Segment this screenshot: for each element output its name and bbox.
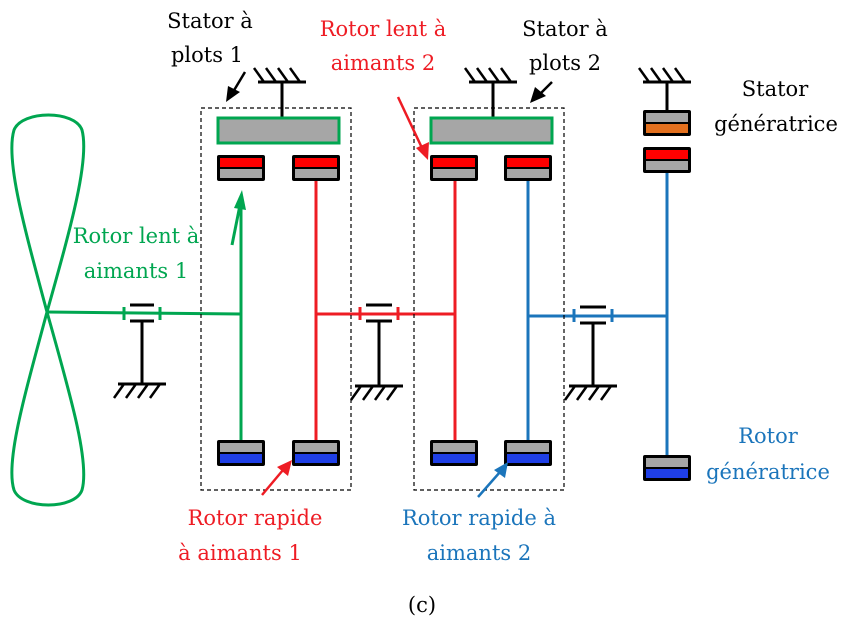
arrow-rotor-rapide-1 <box>261 460 292 496</box>
label-stator-generatrice-line2: génératrice <box>714 112 838 136</box>
green-shaft <box>46 200 243 440</box>
label-rotor-rapide-1-line1: Rotor rapide <box>188 506 323 530</box>
label-rotor-lent-1-line1: Rotor lent à <box>73 224 200 248</box>
stator-2 <box>429 67 554 145</box>
label-stator-1-line2: plots 1 <box>171 43 243 67</box>
blue-shaft <box>526 172 669 455</box>
generator-stator <box>637 67 691 136</box>
bearing-2 <box>349 303 403 401</box>
label-rotor-rapide-2-line1: Rotor rapide à <box>402 506 556 530</box>
bearing-1 <box>112 303 166 399</box>
label-rotor-lent-2-line1: Rotor lent à <box>320 17 447 41</box>
label-rotor-lent-1-line2: aimants 1 <box>84 259 188 283</box>
label-stator-generatrice-line1: Stator <box>742 77 809 101</box>
magnet-bottom-fast-rotor-2 <box>504 440 552 466</box>
label-stator-2-line1: Stator à <box>522 17 608 41</box>
magnet-bottom-slow-rotor-2 <box>430 440 478 466</box>
figure-caption: (c) <box>408 593 436 617</box>
label-rotor-lent-2-line2: aimants 2 <box>331 51 435 75</box>
arrow-rotor-rapide-2 <box>477 462 508 498</box>
bearing-3 <box>563 305 617 401</box>
arrow-stator-1 <box>226 71 247 102</box>
label-stator-1-line1: Stator à <box>167 9 253 33</box>
magnet-top-slow-rotor-2 <box>430 155 478 181</box>
red-shaft <box>314 180 457 440</box>
magnet-bottom-generator <box>643 455 691 481</box>
arrow-rotor-lent-2 <box>396 96 429 160</box>
stator-1 <box>216 67 341 145</box>
label-rotor-generatrice-line2: génératrice <box>706 460 830 484</box>
label-rotor-generatrice-line1: Rotor <box>738 424 799 448</box>
label-stator-2-line2: plots 2 <box>529 51 601 75</box>
green-arrow <box>230 190 246 246</box>
magnet-bottom-slow-rotor-1 <box>217 440 265 466</box>
magnet-top-fast-rotor-1 <box>292 155 340 181</box>
propeller-blade <box>10 113 86 507</box>
magnet-bottom-fast-rotor-1 <box>292 440 340 466</box>
arrow-stator-2 <box>530 81 553 103</box>
label-rotor-rapide-2-line2: aimants 2 <box>427 541 531 565</box>
label-rotor-rapide-1-line2: à aimants 1 <box>178 541 302 565</box>
magnet-top-fast-rotor-2 <box>504 155 552 181</box>
magnet-top-generator <box>643 147 691 173</box>
magnet-top-slow-rotor-1 <box>217 155 265 181</box>
